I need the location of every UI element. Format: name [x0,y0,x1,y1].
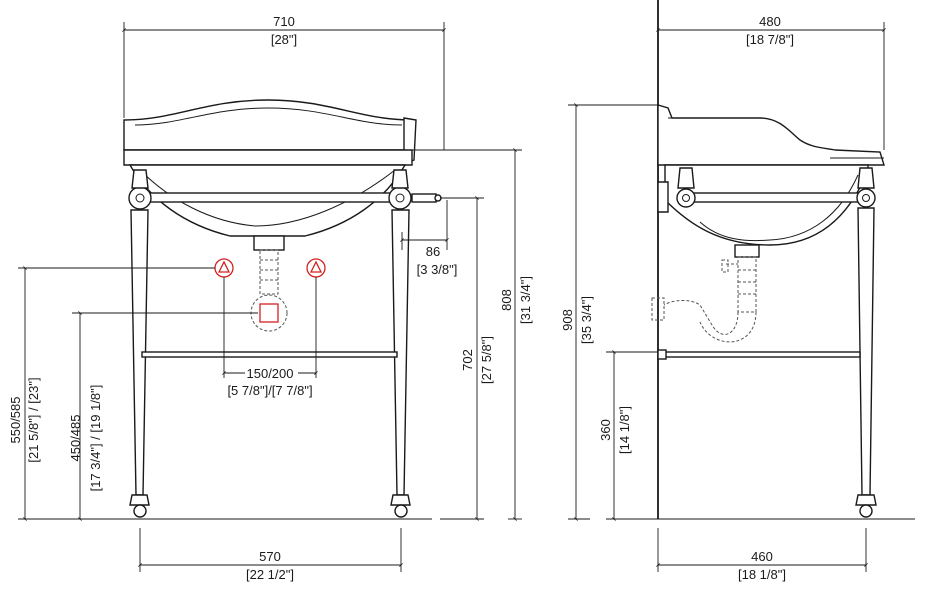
front-width-mm: 710 [273,14,295,29]
front-waste-trap-outline [259,249,279,295]
overflow-projection-in: [3 3/8"] [417,262,458,277]
tap-spacing-in: [5 7/8"]/[7 7/8"] [227,383,312,398]
side-basin-top [657,104,885,166]
side-view: 480 [18 7/8"] 460 [18 1/8"] 908 [35 3/4"… [560,0,915,582]
side-wall-bracket [657,181,669,213]
overflow-projection-mm: 86 [426,244,440,259]
total-height-mm: 908 [560,309,575,331]
front-basin-rim [123,149,413,166]
front-left-rail-bracket [128,186,152,210]
rail-height-mm: 702 [460,349,475,371]
front-overflow-knob [411,193,437,203]
shelf-height-in: [14 1/8"] [617,406,632,454]
front-lower-rail [141,351,398,358]
side-depth-in: [18 7/8"] [746,32,794,47]
rail-height-in: [27 5/8"] [479,336,494,384]
front-towel-rail [139,192,399,203]
waste-height-in: [17 3/4"] / [19 1/8"] [88,385,103,492]
front-view: 710 [28"] 570 [22 1/2"] 150/200 [5 7/8"]… [8,14,533,582]
waste-height-mm: 450/485 [68,415,83,462]
shelf-height-mm: 360 [598,419,613,441]
side-leg-depth-in: [18 1/8"] [738,567,786,582]
leg-spacing-in: [22 1/2"] [246,567,294,582]
front-basin-backsplash [123,99,413,151]
rim-height-mm: 808 [499,289,514,311]
front-drain-body [253,235,285,251]
tap-height-mm: 550/585 [8,397,23,444]
side-lower-rail [659,351,861,358]
side-towel-rail [685,192,867,203]
rim-height-in: [31 3/4"] [518,276,533,324]
front-right-rail-bracket [388,186,412,210]
total-height-in: [35 3/4"] [579,296,594,344]
tap-spacing-mm: 150/200 [247,366,294,381]
side-leg-depth-mm: 460 [751,549,773,564]
side-basin-bowl [664,164,869,246]
side-trap-outline [737,256,757,313]
side-depth-mm: 480 [759,14,781,29]
tap-height-in: [21 5/8"] / [23"] [26,377,41,462]
front-width-in: [28"] [271,32,297,47]
leg-spacing-mm: 570 [259,549,281,564]
waste-outlet-marker [259,303,279,323]
